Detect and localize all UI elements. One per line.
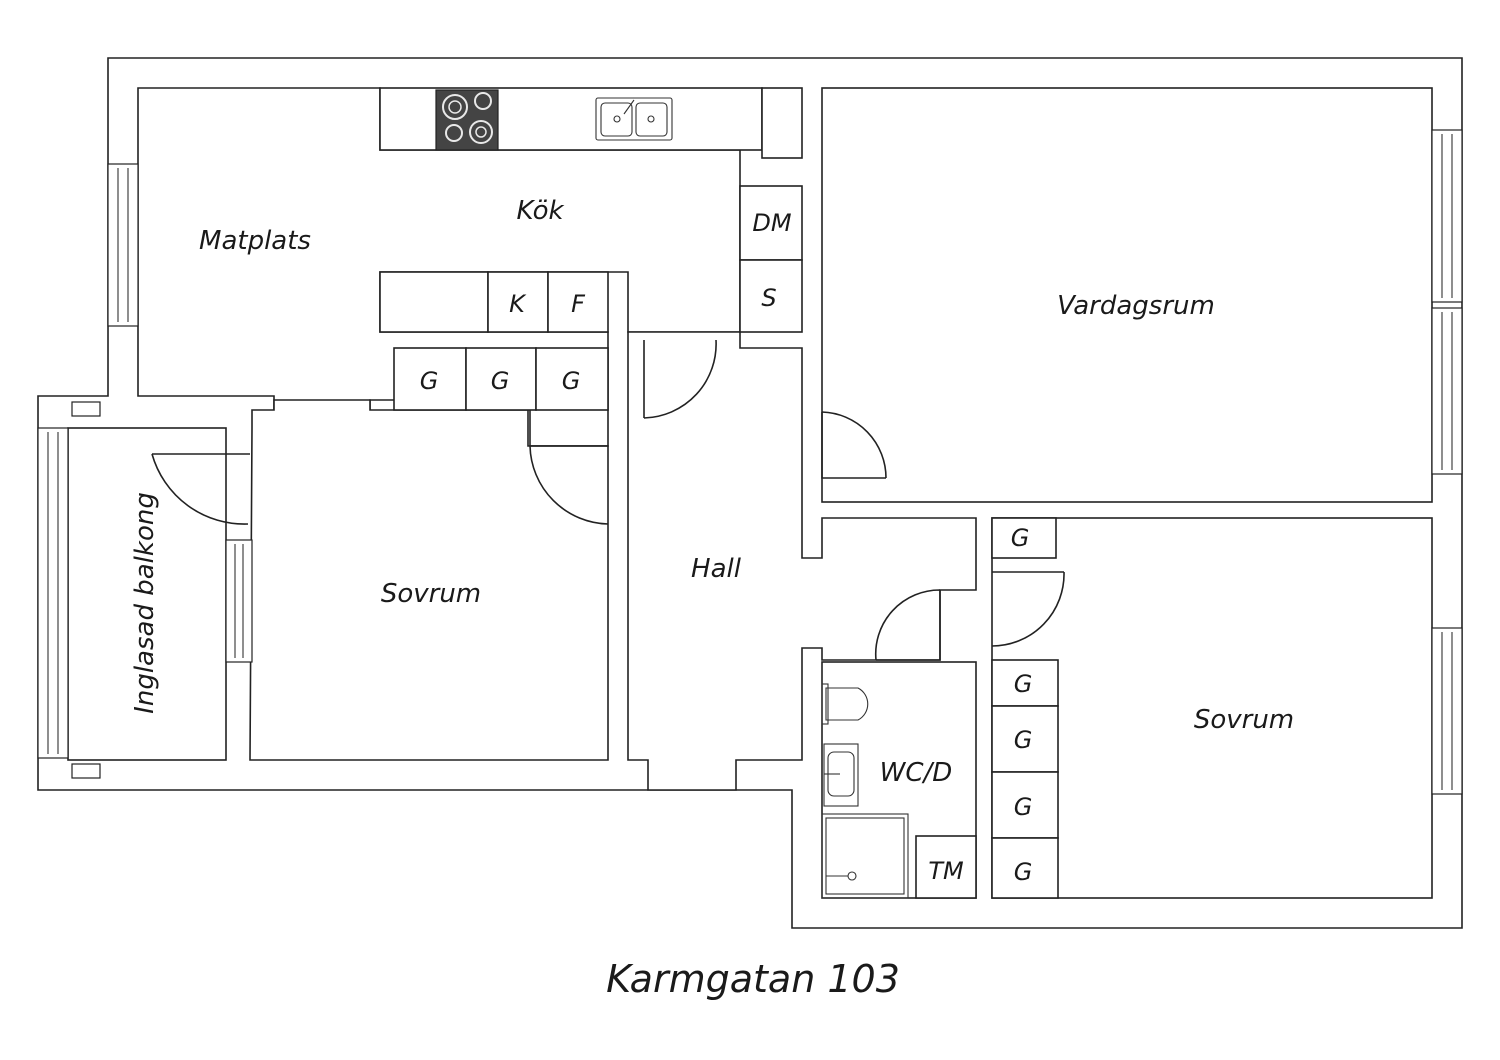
room-label-dining: Matplats xyxy=(199,226,311,256)
label-tumble-dryer: TM xyxy=(928,857,964,885)
door-bedroom-left xyxy=(529,445,609,525)
wardrobe-box-8 xyxy=(991,837,1059,899)
wardrobe-box-2 xyxy=(465,347,537,411)
doors xyxy=(151,339,1065,661)
room-label-bedroom-left: Sovrum xyxy=(381,579,481,609)
fixture-labels: DM S K F G G G G G G G G TM xyxy=(420,209,1033,886)
bathroom-fixtures xyxy=(821,683,977,899)
wardrobe-box-7 xyxy=(991,771,1059,839)
label-wardrobe-3: G xyxy=(562,367,581,395)
tumble-dryer-box xyxy=(915,835,977,899)
label-freezer: F xyxy=(571,290,586,318)
door-living xyxy=(821,411,887,479)
dishwasher-box xyxy=(739,185,803,261)
kitchen-fixtures xyxy=(379,89,803,411)
label-wardrobe-2: G xyxy=(491,367,510,395)
room-labels: Kök Matplats Vardagsrum Hall Sovrum Sovr… xyxy=(130,196,1294,788)
label-wardrobe-4: G xyxy=(1011,524,1030,552)
room-label-living: Vardagsrum xyxy=(1057,291,1215,321)
label-wardrobe-8: G xyxy=(1014,858,1033,886)
room-label-bathroom: WC/D xyxy=(880,758,953,788)
label-wardrobe-7: G xyxy=(1014,793,1033,821)
label-storage-s: S xyxy=(761,284,776,312)
room-label-kitchen: Kök xyxy=(516,196,564,226)
label-wardrobe-6: G xyxy=(1014,726,1033,754)
window-balcony xyxy=(37,427,69,759)
label-wardrobe-1: G xyxy=(420,367,439,395)
room-label-hall: Hall xyxy=(691,554,742,584)
window-bedroom-right xyxy=(1431,627,1463,795)
windows xyxy=(37,129,1463,795)
door-bathroom xyxy=(874,589,941,661)
window-living-1 xyxy=(1431,129,1463,303)
freezer-box xyxy=(547,271,609,333)
door-balcony xyxy=(151,453,250,525)
wardrobe-box-4 xyxy=(991,517,1057,559)
shower-icon xyxy=(821,813,909,899)
window-living-2 xyxy=(1431,307,1463,475)
label-dishwasher: DM xyxy=(752,209,791,237)
window-bedroom-left xyxy=(225,539,253,663)
room-label-balcony: Inglasad balkong xyxy=(130,492,160,714)
window-dining xyxy=(107,163,139,327)
wardrobe-box-3 xyxy=(535,347,609,411)
window-balcony-bottom xyxy=(71,763,101,779)
door-bedroom-right xyxy=(991,571,1065,647)
wardrobe-box-1 xyxy=(393,347,467,411)
washbasin-icon xyxy=(823,743,859,807)
plan-caption: Karmgatan 103 xyxy=(606,957,900,1001)
fridge-box xyxy=(487,271,549,333)
toilet-icon xyxy=(821,683,869,725)
label-fridge: K xyxy=(509,290,527,318)
door-kitchen xyxy=(643,339,717,419)
label-wardrobe-5: G xyxy=(1014,670,1033,698)
window-balcony-top xyxy=(71,401,101,417)
counter-box xyxy=(379,271,489,333)
wardrobe-box-6 xyxy=(991,705,1059,773)
bedroom-fixtures xyxy=(991,517,1059,899)
room-label-bedroom-right: Sovrum xyxy=(1194,705,1294,735)
wardrobe-box-5 xyxy=(991,659,1059,707)
sink-icon xyxy=(595,97,673,141)
storage-s-box xyxy=(739,259,803,333)
